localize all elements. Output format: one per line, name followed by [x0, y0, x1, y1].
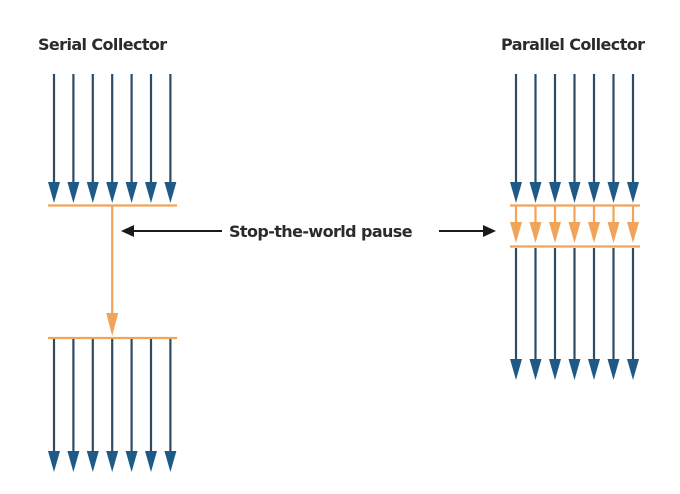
stop-the-world-label: Stop-the-world pause [229, 222, 413, 241]
parallel-app-thread-before-arrow-head-icon [607, 182, 620, 203]
serial-app-thread-before-arrow-head-icon [164, 182, 177, 203]
serial-app-thread-before-arrow-head-icon [106, 182, 119, 203]
parallel-app-thread-before-arrow-head-icon [568, 182, 581, 203]
parallel-gc-thread-head-icon [588, 222, 600, 243]
stop-the-world-label-group: Stop-the-world pause [121, 222, 496, 241]
serial-collector-title: Serial Collector [38, 35, 167, 54]
serial-app-thread-after-arrow-head-icon [48, 451, 60, 472]
parallel-app-thread-before-arrow-head-icon [588, 182, 600, 203]
parallel-app-thread-after-arrow-head-icon [627, 359, 639, 380]
parallel-app-thread-after-arrow-head-icon [588, 359, 600, 380]
parallel-gc-thread-head-icon [568, 222, 581, 243]
serial-app-thread-before-arrow-head-icon [48, 182, 60, 203]
parallel-app-thread-before-arrow-head-icon [529, 182, 542, 203]
serial-app-thread-after-arrow-head-icon [125, 451, 138, 472]
parallel-app-thread-before-arrow-head-icon [627, 182, 639, 203]
serial-app-thread-before-arrow-head-icon [67, 182, 80, 203]
serial-app-thread-after-arrow-head-icon [67, 451, 80, 472]
parallel-app-thread-after-arrow-head-icon [549, 359, 561, 380]
parallel-gc-thread-head-icon [607, 222, 620, 243]
parallel-gc-thread-head-icon [549, 222, 561, 243]
serial-app-thread-before-arrow-head-icon [125, 182, 138, 203]
serial-app-thread-after-arrow-head-icon [164, 451, 177, 472]
serial-collector-diagram [48, 74, 177, 472]
serial-app-thread-before-arrow-head-icon [86, 182, 99, 203]
serial-app-thread-after-arrow-head-icon [145, 451, 157, 472]
parallel-collector-title: Parallel Collector [501, 35, 645, 54]
right-arrow-icon [483, 225, 496, 237]
parallel-gc-thread-head-icon [529, 222, 542, 243]
parallel-gc-thread-head-icon [510, 222, 522, 243]
parallel-app-thread-after-arrow-head-icon [510, 359, 522, 380]
serial-app-thread-before-arrow-head-icon [145, 182, 157, 203]
serial-app-thread-after-arrow-head-icon [86, 451, 99, 472]
parallel-app-thread-after-arrow-head-icon [568, 359, 581, 380]
parallel-app-thread-before-arrow-head-icon [549, 182, 561, 203]
parallel-app-thread-after-arrow-head-icon [529, 359, 542, 380]
serial-gc-thread-head-icon [106, 313, 119, 336]
parallel-collector-diagram [510, 74, 640, 380]
left-arrow-icon [121, 225, 134, 237]
parallel-app-thread-before-arrow-head-icon [510, 182, 522, 203]
serial-app-thread-after-arrow-head-icon [106, 451, 119, 472]
parallel-gc-thread-head-icon [627, 222, 639, 243]
parallel-app-thread-after-arrow-head-icon [607, 359, 620, 380]
